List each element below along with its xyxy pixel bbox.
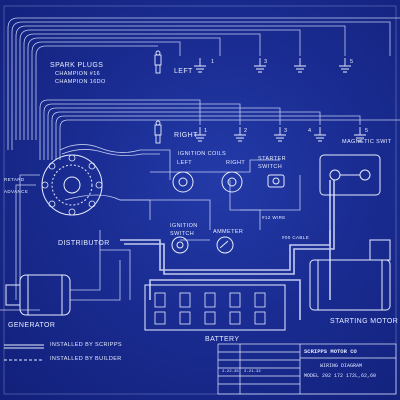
legend-builder-label: INSTALLED BY BUILDER: [50, 356, 122, 362]
ammeter: [216, 236, 234, 254]
champion-16-label: CHAMPION #16: [55, 71, 101, 77]
generator: [5, 274, 71, 316]
plug-number-5-mid: 5: [365, 128, 369, 134]
sheet-border: [3, 5, 397, 395]
coil-right-label: RIGHT: [226, 160, 246, 166]
plug-number-5-top: 5: [350, 59, 354, 65]
left-bank-label: LEFT: [174, 68, 193, 75]
plug-number-4-mid: 4: [308, 128, 312, 134]
title-block-model: MODEL 202 172 172L,62,60: [304, 373, 377, 379]
battery-label: BATTERY: [205, 336, 240, 343]
distributor-leads: [15, 144, 261, 300]
plug-number-1-top: 1: [211, 59, 215, 65]
upper-harness: [7, 17, 400, 150]
magnetic-switch: [319, 154, 381, 196]
starting-motor-label: STARTING MOTOR: [330, 318, 399, 325]
starter-switch-label: STARTER SWITCH: [258, 156, 286, 170]
plug-number-3-mid: 3: [284, 128, 288, 134]
battery: [144, 284, 286, 331]
right-bank-label: RIGHT: [174, 132, 198, 139]
title-block: [217, 343, 397, 395]
plug-number-2-mid: 2: [244, 128, 248, 134]
spark-plugs-left-bank: [154, 50, 351, 74]
spark-plugs-label: SPARK PLUGS: [50, 62, 104, 69]
legend-scripps-label: INSTALLED BY SCRIPPS: [50, 342, 122, 348]
ignition-switch-label: IGNITION SWITCH: [170, 223, 198, 237]
ignition-coils-label: IGNITION COILS: [178, 151, 227, 157]
cable-00-label: #00 CABLE: [282, 235, 310, 240]
heavy-cable: [120, 180, 335, 320]
champion-16d-label: CHAMPION 16DO: [55, 79, 106, 85]
ignition-coil-left: [172, 171, 194, 193]
ignition-coil-right: [221, 171, 243, 193]
starting-motor: [309, 239, 391, 311]
title-block-date-1: 2-22-35: [222, 370, 239, 374]
legend: [4, 344, 44, 361]
spark-plugs-right-bank: [154, 120, 366, 144]
starter-switch: [267, 174, 285, 188]
title-block-company: SCRIPPS MOTOR CO: [304, 348, 357, 355]
generator-label: GENERATOR: [8, 322, 56, 329]
coil-left-label: LEFT: [177, 160, 193, 166]
advance-label: ADVANCE: [4, 189, 29, 194]
distributor: [41, 154, 103, 216]
mid-harness: [39, 99, 400, 160]
ignition-switch: [171, 236, 189, 254]
plug-number-3-top: 3: [264, 59, 268, 65]
retard-label: RETARD: [4, 177, 25, 182]
ammeter-label: AMMETER: [213, 229, 244, 235]
distributor-label: DISTRIBUTOR: [58, 240, 110, 247]
title-block-drawing-title: WIRING DIAGRAM: [320, 363, 363, 369]
title-block-date-2: 2-21-32: [244, 370, 261, 374]
magnetic-switch-label: MAGNETIC SWIT: [342, 139, 392, 145]
plug-number-1-mid: 1: [204, 128, 208, 134]
wire-12-label: #12 WIRE: [262, 215, 286, 220]
